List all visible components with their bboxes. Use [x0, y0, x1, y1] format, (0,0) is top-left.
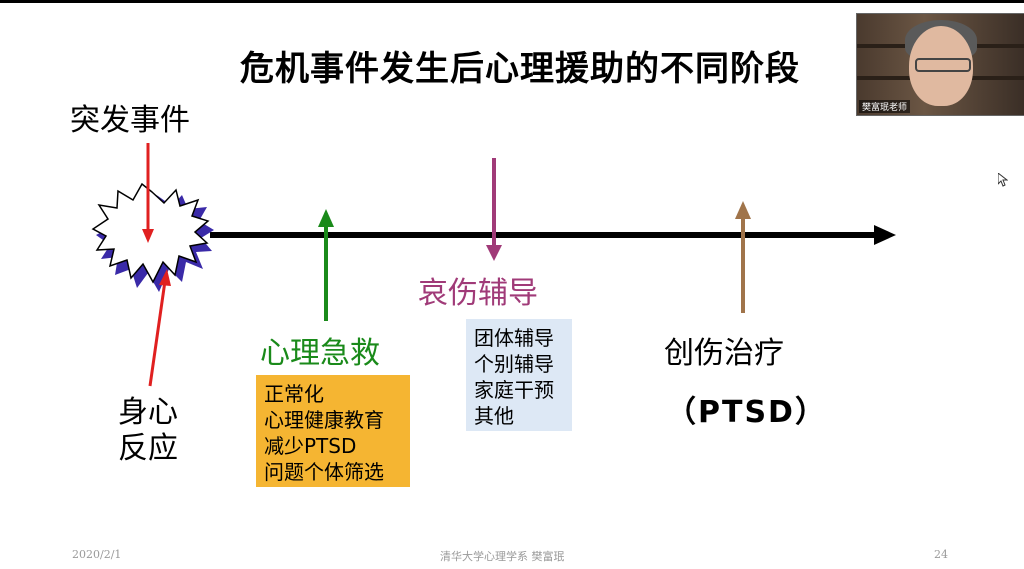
first-aid-label: 心理急救: [260, 336, 380, 371]
slide: 危机事件发生后心理援助的不同阶段 突发事件 身心 反应 心理急救 正常化 心理健…: [0, 3, 1024, 569]
webcam-name-tag: 樊富珉老师: [859, 100, 911, 113]
timeline-arrowhead: [874, 225, 896, 245]
reaction-label-line1: 身心: [118, 395, 178, 430]
first-aid-item: 心理健康教育: [264, 408, 384, 432]
grief-item: 其他: [474, 404, 514, 428]
first-aid-box: 正常化 心理健康教育 减少PTSD 问题个体筛选: [256, 375, 410, 487]
reaction-label: 身心 反应: [118, 395, 178, 467]
diagram-graphics: [91, 143, 896, 387]
trauma-sub: （PTSD）: [666, 395, 827, 430]
grief-item: 个别辅导: [474, 352, 554, 376]
grief-box: 团体辅导 个别辅导 家庭干预 其他: [466, 319, 572, 431]
first-aid-item: 问题个体筛选: [264, 460, 384, 484]
slide-title: 危机事件发生后心理援助的不同阶段: [240, 49, 800, 89]
reaction-label-line2: 反应: [118, 431, 178, 466]
trauma-label: 创伤治疗: [664, 336, 784, 371]
presenter-face: [909, 26, 973, 106]
event-label: 突发事件: [70, 103, 190, 138]
first-aid-item: 减少PTSD: [264, 434, 357, 458]
mouse-pointer-icon: [998, 173, 1008, 187]
grief-label: 哀伤辅导: [418, 276, 538, 311]
grief-item: 团体辅导: [474, 326, 554, 350]
webcam-video[interactable]: 樊富珉老师: [856, 13, 1024, 116]
reaction-arrow: [148, 280, 167, 387]
footer-page: 24: [934, 548, 948, 561]
glasses-icon: [915, 58, 971, 72]
grief-item: 家庭干预: [474, 378, 554, 402]
footer-date: 2020/2/1: [72, 548, 122, 561]
first-aid-item: 正常化: [264, 382, 324, 406]
footer-center: 清华大学心理学系 樊富珉: [440, 550, 565, 563]
